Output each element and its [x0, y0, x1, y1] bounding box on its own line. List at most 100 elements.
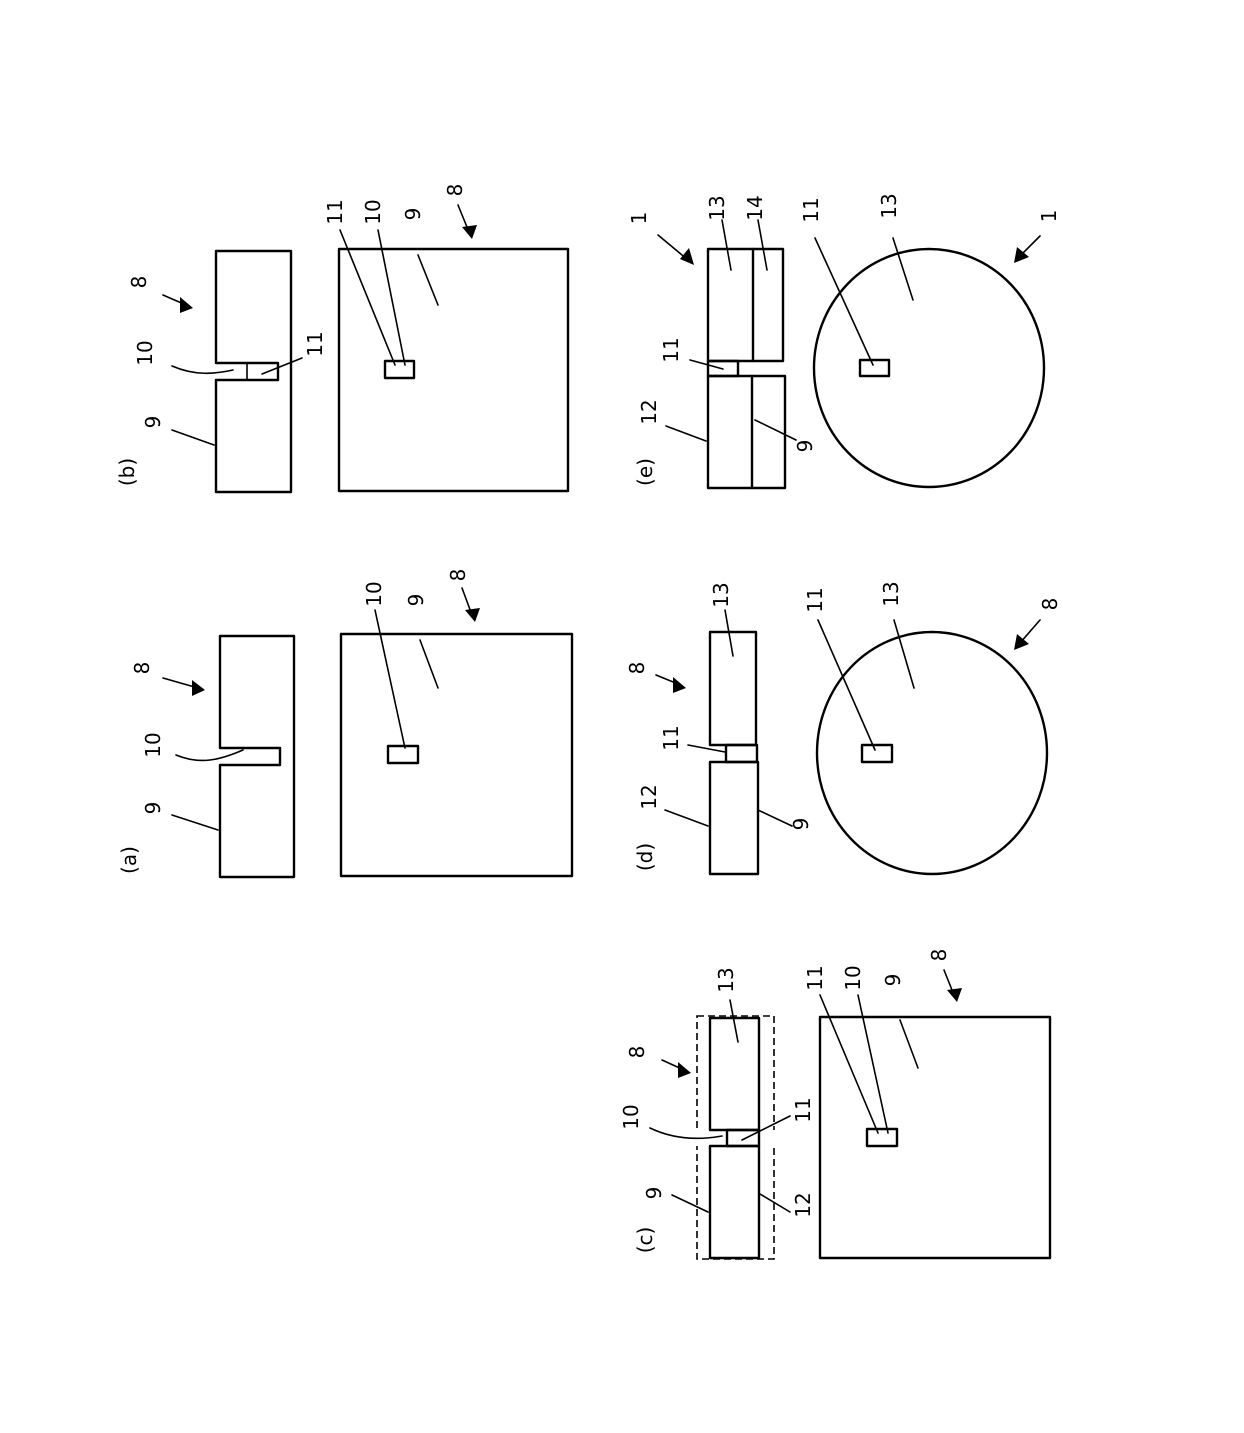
ref-10-plan: 10: [361, 199, 385, 224]
ref-13-section: 13: [709, 582, 733, 607]
ref-12-section: 12: [637, 399, 661, 424]
ref-11-section: 11: [659, 337, 683, 362]
filler-11-section: [726, 745, 757, 762]
ref-10-section: 10: [619, 1104, 643, 1129]
ref-1-section: 1: [627, 212, 651, 225]
panel-d: (d) 12 11 8 13 9 11 13 8: [625, 581, 1062, 874]
panel-c: (c) 9 10 8 13 11 12 11 10 9 8: [619, 949, 1050, 1259]
device-1-section-upper: [708, 249, 783, 361]
ref-8-plan: 8: [443, 184, 467, 197]
ref-8-section: 8: [130, 662, 154, 675]
ref-14-section: 14: [743, 195, 767, 220]
leader-12-section: [665, 810, 708, 826]
ref-8-plan: 8: [1038, 598, 1062, 611]
filler-11-section: [727, 1130, 759, 1146]
arrowhead-8-section: [673, 677, 686, 693]
ref-13-section: 13: [705, 195, 729, 220]
ref-9-plan: 9: [881, 974, 905, 987]
ref-9-section: 9: [141, 416, 165, 429]
panel-d-label: (d): [633, 843, 657, 871]
ref-9-section: 9: [793, 440, 817, 453]
leader-9-section: [172, 815, 218, 830]
ref-9-plan: 9: [401, 208, 425, 221]
wafer-13-plan: [817, 632, 1047, 874]
leader-14-section: [758, 220, 767, 270]
leader-13-section: [730, 1000, 738, 1042]
ref-10-section: 10: [141, 732, 165, 757]
substrate-9-section: [220, 636, 294, 877]
leader-10-plan: [378, 230, 405, 365]
ref-10-plan: 10: [841, 965, 865, 990]
leader-9-section: [755, 420, 796, 440]
block-13-section: [710, 632, 756, 745]
leader-9-plan: [420, 640, 438, 688]
substrate-9-plan: [341, 634, 572, 876]
panel-b-label: (b): [115, 458, 139, 486]
ref-11-plan: 11: [803, 587, 827, 612]
leader-9-section: [672, 1195, 708, 1212]
ref-11-section: 11: [659, 725, 683, 750]
leader-12-section: [666, 426, 706, 441]
leader-13-plan: [894, 620, 914, 688]
ref-12-section: 12: [791, 1192, 815, 1217]
ref-10-plan: 10: [362, 581, 386, 606]
ref-12-section: 12: [637, 784, 661, 809]
ref-8-section: 8: [625, 1046, 649, 1059]
device-1-section-lower: [708, 376, 785, 488]
block-12-section: [710, 1146, 759, 1258]
arrowhead-8-plan: [462, 225, 477, 239]
leader-9-section: [758, 810, 792, 826]
ref-9-section: 9: [141, 802, 165, 815]
ref-13-section: 13: [714, 967, 738, 992]
leader-9-plan: [900, 1020, 918, 1068]
arrowhead-8-section: [180, 297, 193, 313]
leader-10-section: [176, 750, 243, 760]
ref-11-plan: 11: [323, 199, 347, 224]
ref-8-section: 8: [127, 276, 151, 289]
ref-8-plan: 8: [446, 569, 470, 582]
panel-a: (a) 9 10 8 10 9 8: [117, 569, 572, 877]
substrate-9-plan: [339, 249, 568, 491]
panel-c-label: (c): [633, 1227, 657, 1254]
leader-10-plan: [858, 995, 888, 1133]
ref-9-section: 9: [642, 1187, 666, 1200]
filler-11-plan: [860, 360, 889, 376]
leader-9-section: [172, 430, 214, 445]
ref-10-section: 10: [133, 340, 157, 365]
leader-12-section: [760, 1194, 790, 1212]
ref-13-plan: 13: [877, 193, 901, 218]
leader-9-plan: [418, 255, 438, 305]
slit-10-plan: [385, 361, 414, 378]
slit-10-plan: [388, 746, 418, 763]
leader-11-plan: [818, 620, 875, 750]
ref-11-section: 11: [303, 331, 327, 356]
device-1-plan: [814, 249, 1044, 487]
panel-a-label: (a): [117, 846, 141, 874]
leader-11-plan: [820, 995, 878, 1133]
leader-10-section: [172, 366, 233, 373]
filler-11-plan: [862, 745, 892, 762]
panel-e-label: (e): [633, 458, 657, 486]
ref-9-section: 9: [789, 818, 813, 831]
leader-11-section: [262, 358, 302, 374]
ref-1-plan: 1: [1037, 210, 1061, 223]
ref-8-plan: 8: [927, 949, 951, 962]
block-13-section: [710, 1018, 759, 1130]
leader-13-section: [722, 220, 731, 270]
panel-e: (e) 12 11 1 13 14 9 11 13 1: [627, 193, 1061, 488]
ref-11-section: 11: [791, 1097, 815, 1122]
leader-10-plan: [375, 610, 405, 748]
ref-8-section: 8: [625, 662, 649, 675]
filler-11-plan: [867, 1129, 897, 1146]
arrowhead-1-section: [680, 248, 694, 265]
block-12-section: [710, 762, 758, 874]
arrowhead-8-section: [192, 680, 205, 696]
ref-13-plan: 13: [879, 581, 903, 606]
leader-11-section: [742, 1116, 790, 1140]
ref-11-plan: 11: [799, 197, 823, 222]
ref-9-plan: 9: [404, 594, 428, 607]
arrowhead-8-plan: [947, 988, 962, 1002]
leader-11-plan: [815, 238, 873, 365]
